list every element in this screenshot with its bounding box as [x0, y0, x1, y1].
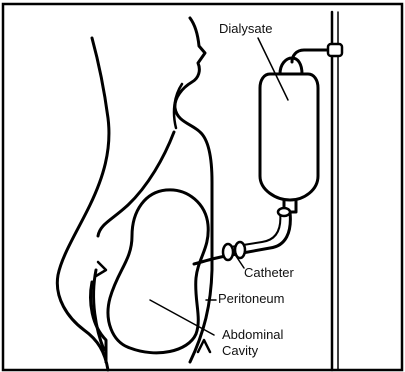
body-back-outline	[57, 38, 109, 370]
dialysate-bag	[260, 74, 318, 200]
abdominal-cavity-label-line2: Cavity	[222, 344, 258, 358]
catheter-clamp-3	[278, 208, 290, 216]
catheter-clamp-1	[223, 244, 233, 260]
abdominal-cavity-outline	[108, 190, 208, 353]
leg-mark	[96, 262, 106, 276]
peritoneum-label: Peritoneum	[218, 292, 284, 306]
catheter-tube-inner	[224, 212, 280, 248]
abdominal-cavity-label-line1: Abdominal	[222, 328, 283, 342]
dialysate-label: Dialysate	[219, 22, 272, 36]
leader-dialysate	[258, 38, 288, 100]
iv-hanger-clamp	[328, 44, 342, 56]
catheter-label: Catheter	[244, 266, 294, 280]
